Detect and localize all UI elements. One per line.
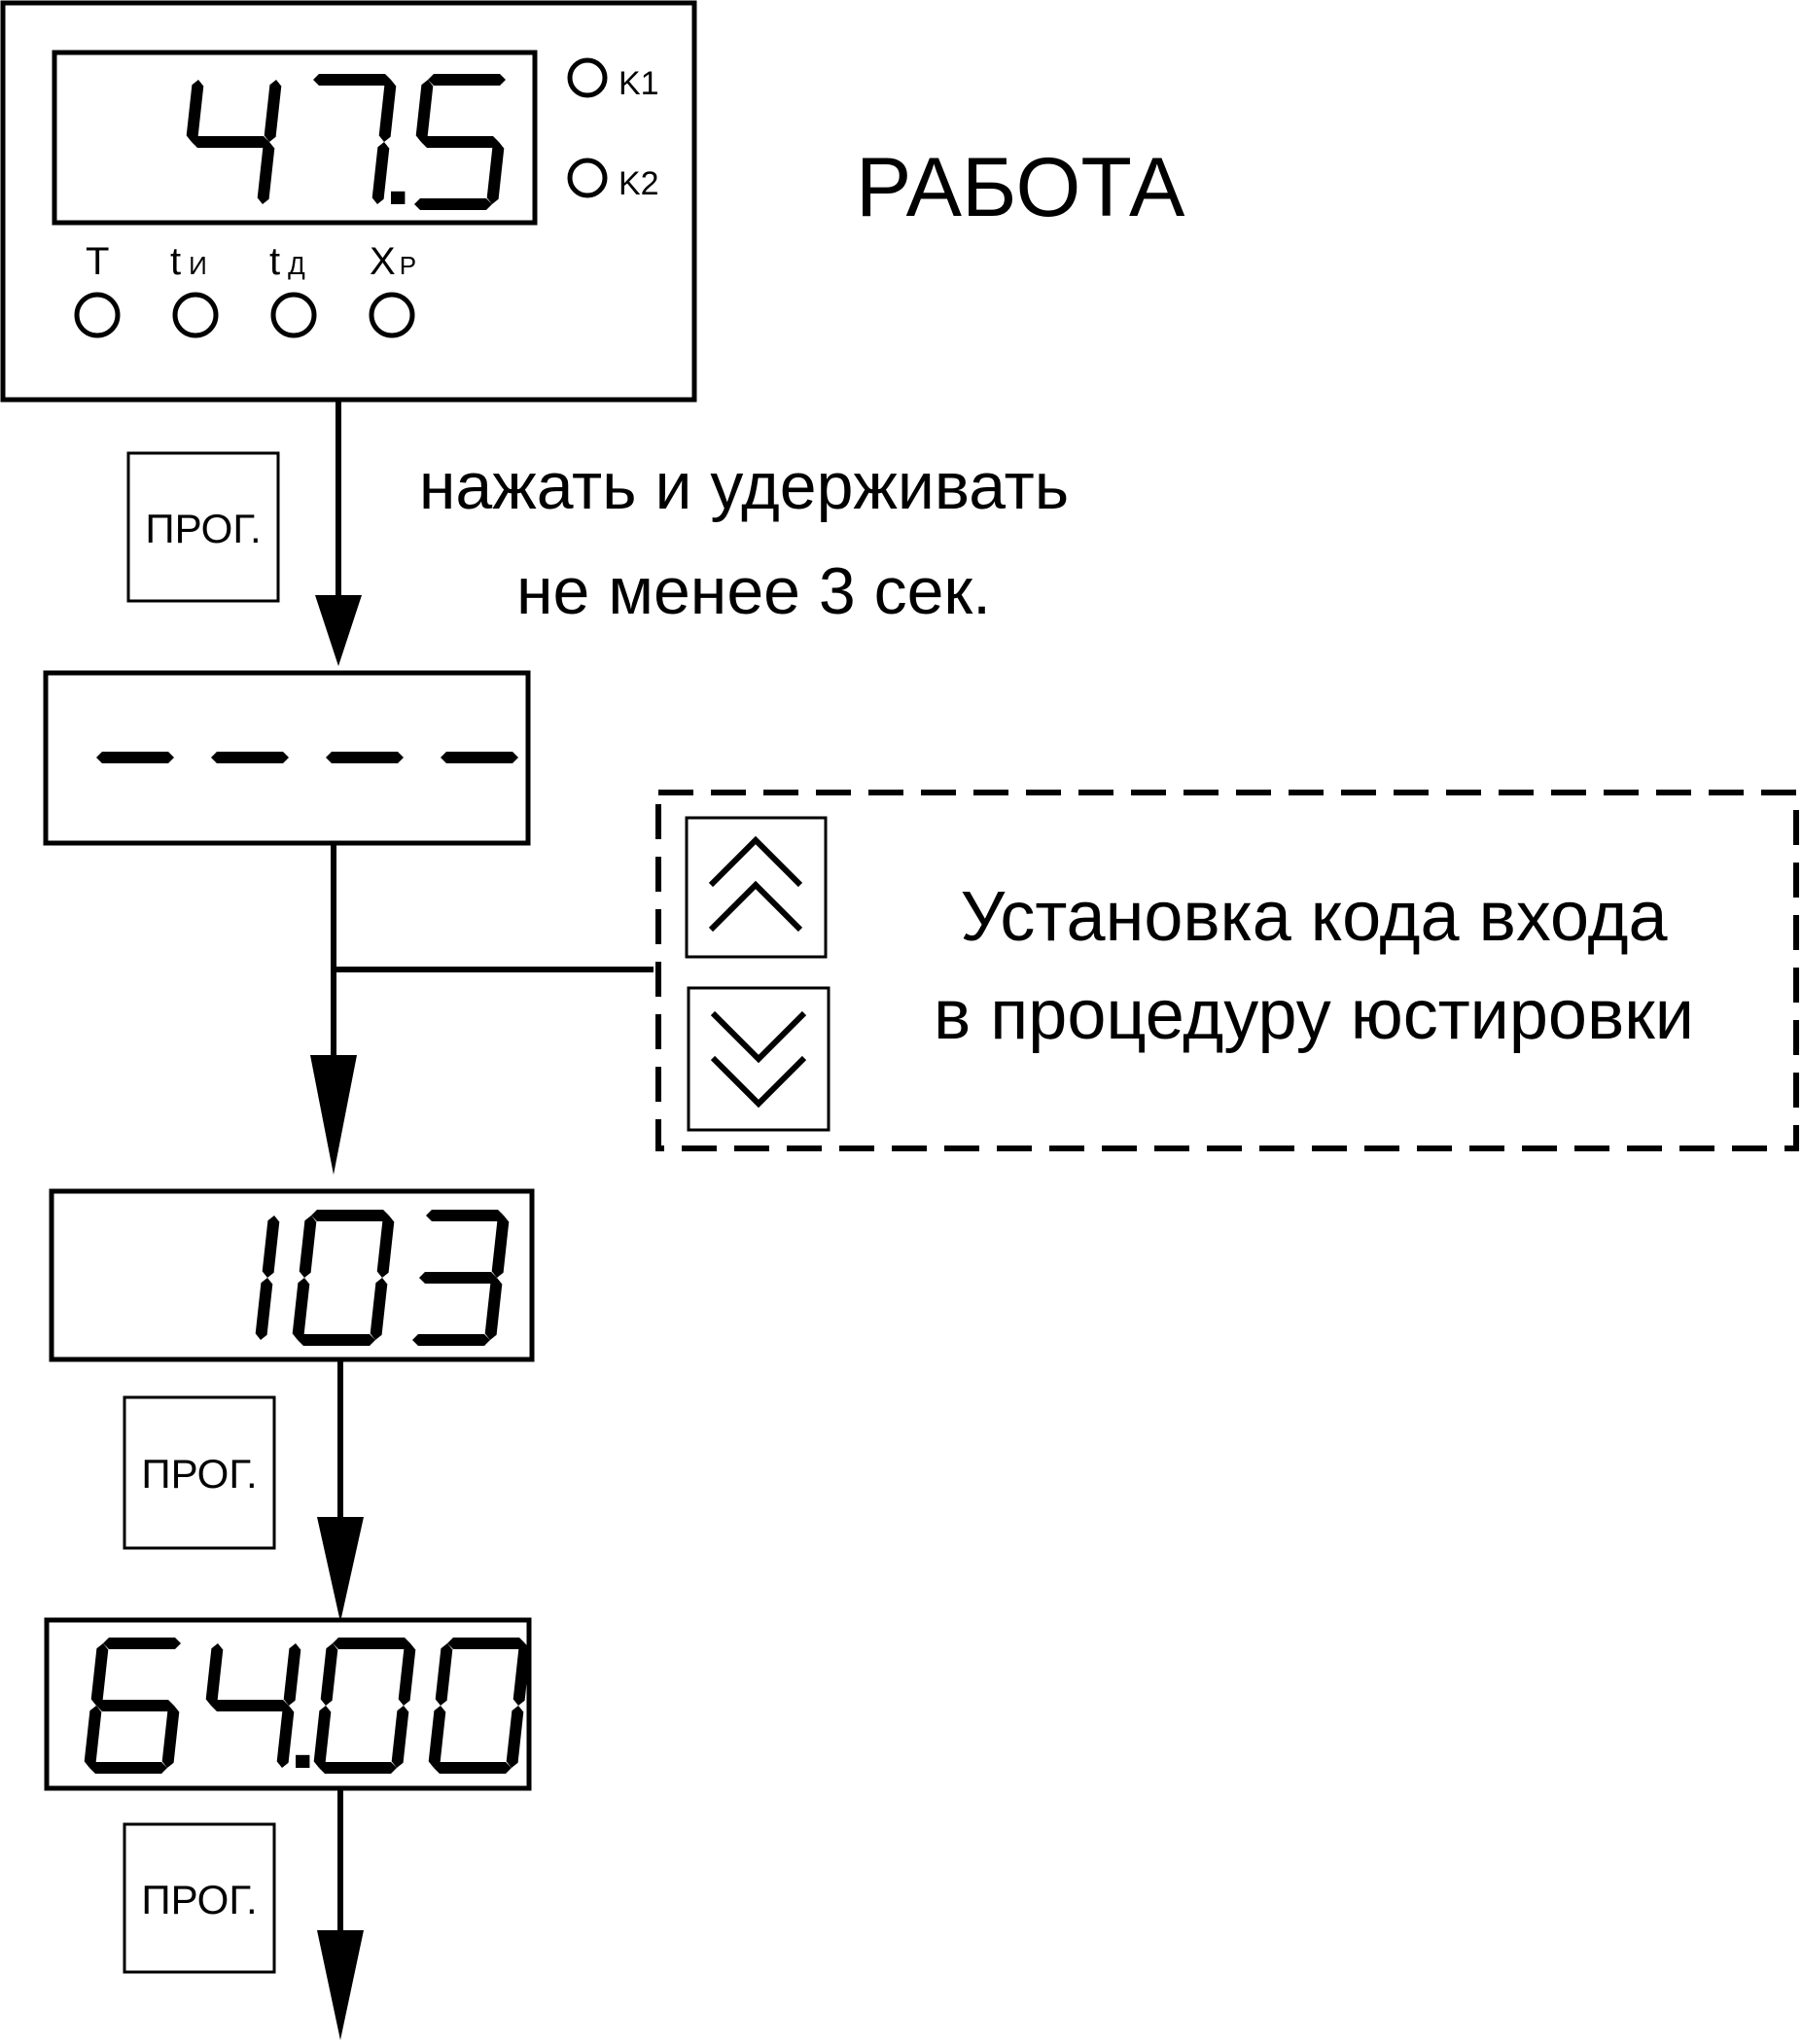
- k2-label: K2: [618, 165, 659, 202]
- k1-label: K1: [618, 65, 659, 102]
- device-panel: [0, 0, 697, 403]
- digit-segment: [89, 1762, 167, 1774]
- digit-segment: [262, 1216, 280, 1278]
- digit-segment: [370, 1278, 388, 1340]
- dashes-display-digits: [96, 752, 518, 763]
- digit-segment: [276, 1706, 295, 1768]
- digit-segment: [90, 1643, 109, 1706]
- value-display: [44, 1617, 532, 1791]
- arrow-head-3: [317, 1517, 364, 1622]
- digit-segment: [283, 1643, 301, 1706]
- digit-segment: [391, 1706, 409, 1768]
- digit-segment: [319, 1762, 397, 1774]
- prog-button-1-label: ПРОГ.: [145, 506, 261, 551]
- digit-segment: [205, 1643, 224, 1706]
- prog-button-1[interactable]: [126, 451, 280, 603]
- instruction-line-2: не менее 3 сек.: [516, 554, 991, 628]
- led-ti-icon: [172, 292, 219, 338]
- digit-segment: [264, 80, 282, 142]
- digit-segment: [313, 74, 391, 86]
- code-setting-line-2: в процедуру юстировки: [934, 976, 1694, 1054]
- digit-segment: [428, 1706, 446, 1768]
- digit-segment: [378, 80, 397, 142]
- digit-segment: [320, 1643, 338, 1706]
- digit-segment: [211, 752, 289, 763]
- digit-segment: [441, 752, 518, 763]
- digit-segment: [96, 752, 174, 763]
- digit-segment: [415, 80, 434, 142]
- double-chevron-down-icon: [710, 1010, 807, 1109]
- arrow-head-4: [317, 1930, 364, 2040]
- digit-segment: [326, 752, 404, 763]
- digit-segment: [313, 1706, 332, 1768]
- code-setting-line-1: Установка кода входа: [960, 878, 1668, 956]
- prog-button-3-label: ПРОГ.: [141, 1877, 257, 1922]
- digit-segment: [298, 1334, 375, 1346]
- digit-segment: [506, 1706, 524, 1768]
- led-td-icon: [270, 292, 317, 338]
- digit-segment: [371, 142, 390, 204]
- digit-segment: [512, 1643, 531, 1706]
- digit-segment: [84, 1706, 102, 1768]
- digit-segment: [186, 80, 204, 142]
- dashes-display: [43, 670, 531, 846]
- arrow-head-2: [310, 1055, 357, 1175]
- digit-segment: [484, 1278, 503, 1340]
- led-t-icon: [74, 292, 121, 338]
- digit-segment: [211, 1700, 289, 1711]
- digit-segment: [192, 136, 269, 148]
- arrow-head-1: [315, 595, 362, 666]
- k1-indicator-icon: [567, 57, 608, 98]
- prog-button-2-label: ПРОГ.: [141, 1451, 257, 1497]
- digit-segment: [398, 1643, 416, 1706]
- digit-segment: [421, 136, 499, 148]
- digit-segment: [491, 1216, 510, 1278]
- code-display-digits: [255, 1210, 510, 1346]
- main-display-digits: [186, 74, 506, 210]
- digit-segment: [414, 198, 492, 210]
- digit-segment: [435, 1643, 453, 1706]
- instruction-line-1: нажать и удерживать: [419, 449, 1069, 523]
- digit-segment: [103, 1638, 181, 1649]
- digit-segment: [311, 1210, 389, 1221]
- digit-segment: [412, 1334, 490, 1346]
- digit-segment: [292, 1278, 310, 1340]
- k2-indicator-icon: [567, 158, 608, 198]
- up-button[interactable]: [685, 816, 828, 959]
- main-display: [52, 50, 538, 226]
- digit-segment: [257, 142, 275, 204]
- value-display-digits: [84, 1638, 531, 1774]
- digit-segment: [255, 1278, 273, 1340]
- digit-segment: [428, 74, 506, 86]
- digit-segment: [299, 1216, 317, 1278]
- mode-label: РАБОТА: [856, 141, 1185, 234]
- digit-segment: [333, 1638, 410, 1649]
- code-display: [49, 1188, 535, 1362]
- digit-segment: [447, 1638, 525, 1649]
- led-xp-icon: [369, 292, 415, 338]
- digit-segment: [426, 1210, 504, 1221]
- down-button[interactable]: [687, 986, 830, 1132]
- digit-segment: [486, 142, 505, 204]
- decimal-point: [391, 191, 406, 204]
- code-setting-group: [655, 790, 1799, 1151]
- led-label-t: T: [86, 240, 109, 283]
- digit-segment: [161, 1706, 180, 1768]
- decimal-point: [296, 1754, 310, 1768]
- double-chevron-up-icon: [708, 835, 803, 933]
- digit-segment: [96, 1700, 174, 1711]
- digit-segment: [376, 1216, 395, 1278]
- prog-button-2[interactable]: [123, 1395, 276, 1550]
- prog-button-3[interactable]: [123, 1822, 276, 1974]
- digit-segment: [419, 1272, 497, 1284]
- digit-segment: [434, 1762, 512, 1774]
